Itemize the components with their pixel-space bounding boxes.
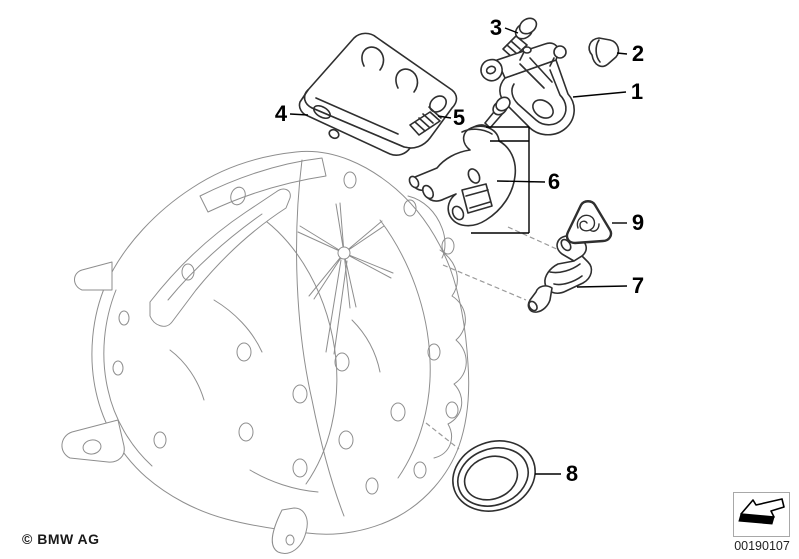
gearbox-housing-drawing (61, 150, 470, 554)
direction-arrow-box (733, 492, 790, 537)
callout-6-bracket (471, 126, 546, 234)
part-3-bolt-drawing (502, 17, 538, 59)
callout-8[interactable]: 8 (565, 461, 579, 486)
part-4-cover-drawing (298, 32, 458, 156)
copyright-text: © BMW AG (22, 531, 100, 547)
part-5-bolt-drawing (409, 95, 447, 136)
callout-2[interactable]: 2 (631, 41, 645, 66)
part-8-seal-drawing (452, 440, 536, 512)
callout-4[interactable]: 4 (274, 101, 288, 126)
part-2-cap-drawing (588, 37, 620, 68)
bolt-bosses (112, 171, 459, 495)
callout-6[interactable]: 6 (547, 169, 561, 194)
part-1-bracket-drawing (480, 42, 575, 136)
diagram-image-number: 00190107 (734, 539, 790, 553)
part-6-shift-mechanism-drawing (408, 96, 517, 227)
callout-1[interactable]: 1 (630, 79, 644, 104)
leader-lines (289, 27, 628, 475)
detent-star-drawing (297, 202, 394, 355)
callout-5[interactable]: 5 (452, 105, 466, 130)
callout-7[interactable]: 7 (631, 273, 645, 298)
direction-arrow-icon (738, 498, 785, 525)
callout-9[interactable]: 9 (631, 210, 645, 235)
warning-triangle-icon (565, 200, 613, 245)
part-7-switch-drawing (527, 235, 593, 313)
callout-3[interactable]: 3 (489, 15, 503, 40)
